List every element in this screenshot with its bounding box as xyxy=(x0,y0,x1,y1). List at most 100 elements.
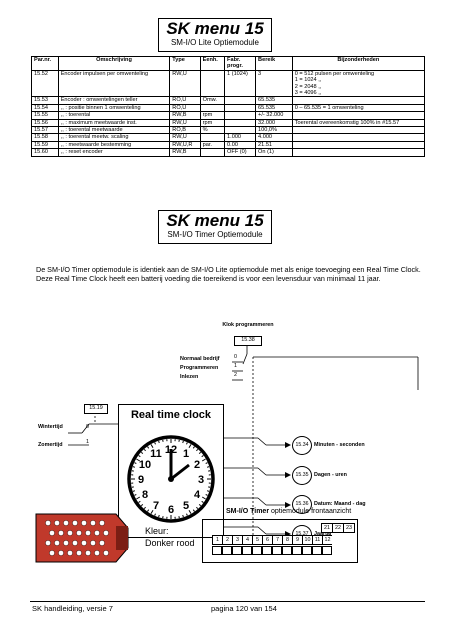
table-cell: 1 (1024) xyxy=(224,69,257,98)
clock-number: 3 xyxy=(198,474,204,486)
terminal-number: 11 xyxy=(312,535,322,545)
intro-paragraph: De SM-I/O Timer optiemodule is identiek … xyxy=(36,265,421,284)
terminal-screw xyxy=(232,546,242,555)
terminal-top: 23 xyxy=(343,523,355,533)
section2-subtitle: SM-I/O Timer Optiemodule xyxy=(167,230,263,239)
klok-param-box: 15.38 xyxy=(234,336,262,346)
terminal-screw xyxy=(312,546,322,555)
table-cell-line: 2 = 2048 ,, xyxy=(294,83,322,90)
table-cell xyxy=(199,69,226,98)
output-label: Minuten - seconden xyxy=(314,442,365,448)
mode-label: Inlezen xyxy=(180,374,199,380)
footer-line xyxy=(30,601,425,602)
season-param-box: 15.19 xyxy=(84,404,108,414)
table-cell: Omw. xyxy=(199,96,226,105)
rtc-label: Real time clock xyxy=(130,409,212,421)
mode-value: 1 xyxy=(234,363,237,369)
section2-title: SK menu 15 xyxy=(166,211,264,230)
clock-number: 4 xyxy=(194,489,201,501)
terminal-screw xyxy=(322,546,332,555)
terminal-screw xyxy=(262,546,272,555)
mode-value: 0 xyxy=(234,354,237,360)
mode-label: Programmeren xyxy=(180,365,219,371)
table-cell-line: 1 = 1024 ,, xyxy=(294,77,322,84)
section1-subtitle: SM-I/O Lite Optiemodule xyxy=(170,38,260,47)
terminal-screw xyxy=(302,546,312,555)
terminal-number: 9 xyxy=(292,535,302,545)
terminal-screw xyxy=(252,546,262,555)
terminal-screw xyxy=(272,546,282,555)
front-view-title-bold: SM-I/O Timer xyxy=(226,508,270,515)
output-label: Jaartal xyxy=(314,531,331,537)
clock-number: 7 xyxy=(153,500,159,512)
terminal-screw xyxy=(242,546,252,555)
zomertijd-value: 1 xyxy=(86,439,89,445)
mode-value: 2 xyxy=(234,372,237,378)
terminal-number: 5 xyxy=(252,535,262,545)
output-param-circle: 15.34 xyxy=(292,436,312,455)
footer-left: SK handleiding, versie 7 xyxy=(32,604,113,613)
output-param-circle: 15.35 xyxy=(292,465,312,485)
clock-face: 121234567891011 xyxy=(127,435,215,523)
table-cell: 15.52 xyxy=(31,69,59,98)
clock-number: 10 xyxy=(139,459,151,471)
terminal-number: 8 xyxy=(282,535,292,545)
clock-number: 11 xyxy=(150,448,162,460)
terminal-screw xyxy=(292,546,302,555)
output-label: Datum: Maand - dag xyxy=(314,501,366,508)
clock-number: 2 xyxy=(194,459,200,471)
table-cell xyxy=(199,148,226,157)
connector-color-label: Kleur: xyxy=(145,526,169,536)
footer-center: pagina 120 van 154 xyxy=(211,604,277,613)
clock-number: 6 xyxy=(168,504,174,516)
table-cell: 1.000 xyxy=(224,133,257,142)
table-cell xyxy=(291,148,426,157)
terminal-number: 10 xyxy=(302,535,312,545)
zomertijd-label: Zomertijd xyxy=(38,442,63,448)
section1-title-box: SK menu 15 SM-I/O Lite Optiemodule xyxy=(158,18,272,52)
wintertijd-value: 0 xyxy=(86,424,89,430)
terminal-number: 6 xyxy=(262,535,272,545)
front-view-box xyxy=(202,519,358,563)
output-label: Dagen - uren xyxy=(314,471,347,478)
terminal-number: 3 xyxy=(232,535,242,545)
table-cell: 0 – 65.535 = 1 omwenteling xyxy=(291,103,426,113)
mode-label: Normaal bedrijf xyxy=(180,356,220,362)
terminal-number: 1 xyxy=(212,535,222,545)
table-header-cell: Type xyxy=(169,56,201,71)
terminal-screw xyxy=(282,546,292,555)
front-view-title: SM-I/O Timer optiemodule frontaanzicht xyxy=(226,508,351,515)
table-header-cell: Eenh. xyxy=(199,56,226,71)
clock-number: 5 xyxy=(183,500,189,512)
table-header-cell: Par.nr. xyxy=(31,56,59,71)
connector-color-name: Donker rood xyxy=(145,538,195,548)
clock-number: 8 xyxy=(142,489,148,501)
table-header-cell: Bijzonderheden xyxy=(291,56,426,71)
wintertijd-label: Wintertijd xyxy=(38,424,63,430)
table-cell-line: 3 = 4096 ,, xyxy=(294,90,322,97)
terminal-screw xyxy=(222,546,232,555)
front-view-title-rest: optiemodule frontaanzicht xyxy=(269,508,352,515)
section2-title-box: SK menu 15 SM-I/O Timer Optiemodule xyxy=(158,210,272,244)
terminal-number: 4 xyxy=(242,535,252,545)
section1-title: SK menu 15 xyxy=(166,19,264,38)
terminal-number: 7 xyxy=(272,535,282,545)
connector-illustration xyxy=(35,513,129,563)
table-header-cell: Fabr. progr. xyxy=(224,56,257,71)
table-cell: Toerental overeenkomstig 100% in #15.57 xyxy=(291,118,426,128)
clock-number: 1 xyxy=(183,448,189,460)
table-header-cell: Bereik xyxy=(255,56,293,71)
klok-programmeren-label: Klok programmeren xyxy=(222,322,274,328)
table-cell: RW,U xyxy=(169,69,201,98)
rtc-box: Real time clock 121234567891011 xyxy=(118,404,224,538)
table-header-cell: Omschrijving xyxy=(57,56,171,71)
